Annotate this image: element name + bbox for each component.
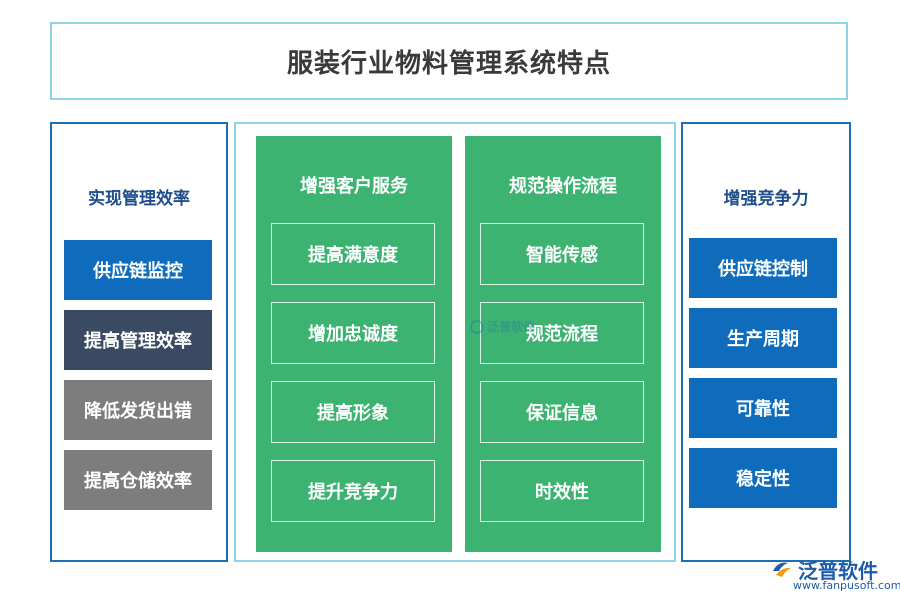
column-heading: 规范操作流程 <box>509 176 617 197</box>
column-heading: 增强客户服务 <box>300 176 408 197</box>
right-panel-heading: 增强竞争力 <box>723 189 809 209</box>
center-column-customer-service: 增强客户服务 提高满意度 增加忠诚度 提高形象 提升竞争力 <box>256 136 452 552</box>
logo-text: 泛普软件 <box>798 559 878 583</box>
right-item-stability: 稳定性 <box>689 448 837 508</box>
column-item: 规范流程 <box>480 302 644 364</box>
right-panel: 增强竞争力 供应链控制 生产周期 可靠性 稳定性 <box>681 122 851 562</box>
page-title: 服装行业物料管理系统特点 <box>286 48 611 79</box>
center-column-standardize-process: 规范操作流程 智能传感 规范流程 保证信息 时效性 <box>465 136 661 552</box>
left-panel-heading: 实现管理效率 <box>88 189 190 209</box>
watermark-text: 泛普软件 <box>487 320 536 334</box>
left-item-reduce-shipping-errors: 降低发货出错 <box>64 380 212 440</box>
left-item-improve-storage-efficiency: 提高仓储效率 <box>64 450 212 510</box>
left-item-improve-management-efficiency: 提高管理效率 <box>64 310 212 370</box>
fanpu-logo-icon <box>470 319 484 334</box>
center-panel: 增强客户服务 提高满意度 增加忠诚度 提高形象 提升竞争力 规范操作流程 智能传… <box>234 122 676 562</box>
right-item-supply-chain-control: 供应链控制 <box>689 238 837 298</box>
column-item: 提升竞争力 <box>271 460 435 522</box>
column-item: 智能传感 <box>480 223 644 285</box>
fanpu-logo-icon <box>773 562 791 577</box>
left-panel: 实现管理效率 供应链监控 提高管理效率 降低发货出错 提高仓储效率 <box>50 122 228 562</box>
right-item-production-cycle: 生产周期 <box>689 308 837 368</box>
column-item: 提高形象 <box>271 381 435 443</box>
column-item: 时效性 <box>480 460 644 522</box>
watermark: 泛普软件 <box>470 318 535 335</box>
column-item: 提高满意度 <box>271 223 435 285</box>
brand-logo: 泛普软件 <box>770 555 878 584</box>
column-item: 保证信息 <box>480 381 644 443</box>
logo-url: www.fanpusoft.com <box>793 579 900 592</box>
column-item: 增加忠诚度 <box>271 302 435 364</box>
left-item-supply-chain-monitoring: 供应链监控 <box>64 240 212 300</box>
right-item-reliability: 可靠性 <box>689 378 837 438</box>
title-box: 服装行业物料管理系统特点 <box>50 22 848 100</box>
